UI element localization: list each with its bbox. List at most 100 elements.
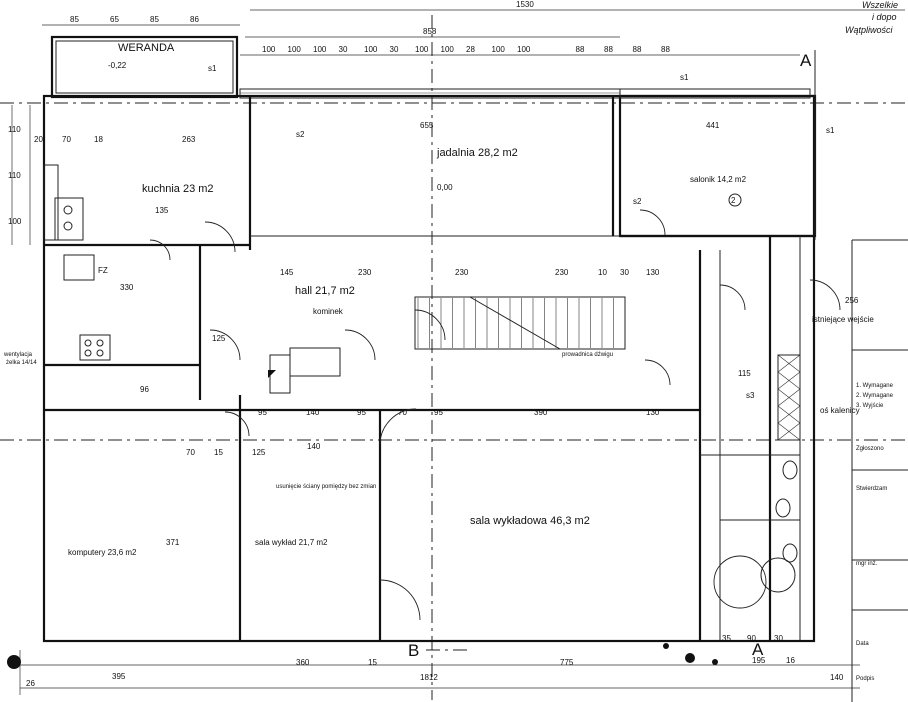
- dim-left-110a: 110: [8, 125, 21, 134]
- dim-low-95a: 95: [258, 408, 267, 417]
- dim-top-seg: 100: [415, 45, 429, 54]
- mark-2: 2: [731, 196, 736, 205]
- section-mark-b-bottom: B: [408, 641, 419, 660]
- dim-l2-70: 70: [186, 448, 195, 457]
- dim-low-70: 70: [398, 408, 407, 417]
- room-jadalnia: jadalnia 28,2 m2: [436, 147, 518, 159]
- section-mark-a-top: A: [800, 51, 812, 70]
- dim-top-seg: 100: [492, 45, 506, 54]
- room-komputery: komputery 23,6 m2: [68, 548, 137, 557]
- jadalnia-level: 0,00: [437, 183, 453, 192]
- dim-top-85b: 85: [150, 15, 159, 24]
- dim-left-110b: 110: [8, 171, 21, 180]
- dim-top-seg: 88: [633, 45, 642, 54]
- dim-hall-130: 130: [646, 268, 660, 277]
- side-note: Data: [856, 641, 869, 647]
- symbol-s1-b: s1: [680, 73, 689, 82]
- dim-hall-230b: 230: [455, 268, 469, 277]
- kominek-label: kominek: [313, 307, 344, 316]
- dim-441: 441: [706, 121, 720, 130]
- symbol-s1-c: s1: [826, 126, 835, 135]
- symbol-s2-a: s2: [296, 130, 305, 139]
- side-note: 1. Wymagane: [856, 383, 894, 389]
- dim-bottom-90: 90: [747, 634, 756, 643]
- room-weranda: WERANDA: [118, 42, 175, 54]
- dim-top-seg: 88: [576, 45, 585, 54]
- dim-l2-15: 15: [214, 448, 223, 457]
- dim-hall-230c: 230: [555, 268, 569, 277]
- dim-top-seg: 100: [313, 45, 327, 54]
- symbol-s1-a: s1: [208, 64, 217, 73]
- dim-top-seg: 100: [262, 45, 276, 54]
- dim-low-95c: 95: [434, 408, 443, 417]
- header-note-line-1: Wszelkie: [862, 0, 898, 10]
- shaft-hatch-line: [777, 371, 801, 390]
- dim-l2-96: 96: [140, 385, 149, 394]
- dim-top-seg: 100: [288, 45, 302, 54]
- dim-low-390: 390: [534, 408, 548, 417]
- shaft-hatch-line: [777, 388, 801, 407]
- dim-top-seg: 28: [466, 45, 475, 54]
- dim-hall-230a: 230: [358, 268, 372, 277]
- dim-top-86: 86: [190, 15, 199, 24]
- side-note: Stwierdzam: [856, 486, 887, 492]
- dim-l2-140: 140: [307, 442, 321, 451]
- dim-left-100: 100: [8, 217, 22, 226]
- dim-bottom-395: 395: [112, 672, 126, 681]
- symbol-s3: s3: [746, 391, 755, 400]
- room-sala-wykladowa: sala wykładowa 46,3 m2: [470, 515, 590, 527]
- dim-bottom-15: 15: [368, 658, 377, 667]
- dim-hall-10: 10: [598, 268, 607, 277]
- fz-label: FZ: [98, 266, 108, 275]
- dim-left-18: 18: [94, 135, 103, 144]
- shaft-hatch: [777, 354, 801, 441]
- side-note: mgr inż.: [856, 561, 878, 567]
- room-salonik: salonik 14,2 m2: [690, 175, 747, 184]
- dim-bottom-30: 30: [774, 634, 783, 643]
- staircase: [417, 298, 614, 348]
- room-kuchnia: kuchnia 23 m2: [142, 183, 214, 195]
- dim-bottom-35: 35: [722, 634, 731, 643]
- dim-hall-256: 256: [845, 296, 859, 305]
- shaft-hatch-line: [777, 354, 801, 373]
- stair-note: prowadnica dźwigu: [562, 352, 613, 358]
- symbol-s2-b: s2: [633, 197, 642, 206]
- side-note: Zgłoszono: [856, 446, 884, 452]
- section-mark-a-bottom: A: [752, 640, 764, 659]
- dim-left-70: 70: [62, 135, 71, 144]
- dim-top-seg: 88: [661, 45, 670, 54]
- dim-top-seg: 30: [339, 45, 348, 54]
- os-kalenicy-label: oś kalenicy: [820, 406, 860, 415]
- dim-low-95b: 95: [357, 408, 366, 417]
- dim-330: 330: [120, 283, 134, 292]
- istniejace-wejscie-label: istniejące wejście: [812, 315, 874, 324]
- shaft-hatch-line: [777, 422, 801, 441]
- dim-hall-145: 145: [280, 268, 294, 277]
- dim-top-seg: 30: [390, 45, 399, 54]
- dim-263: 263: [182, 135, 196, 144]
- dim-bottom-16: 16: [786, 656, 795, 665]
- dim-bottom-195: 195: [752, 656, 766, 665]
- dim-top-858: 858: [423, 27, 437, 36]
- dim-top-seg: 100: [364, 45, 378, 54]
- header-note-line-3: Wątpliwości: [845, 25, 894, 35]
- dim-top-1530: 1530: [516, 0, 534, 9]
- dim-bottom-775: 775: [560, 658, 574, 667]
- dim-bottom-26: 26: [26, 679, 35, 688]
- dim-top-seg: 100: [441, 45, 455, 54]
- room-sala-wyklad: sala wykład 21,7 m2: [255, 538, 328, 547]
- weranda-level: -0,22: [108, 61, 127, 70]
- dim-bottom-360: 360: [296, 658, 310, 667]
- dim-low-115: 115: [738, 369, 751, 378]
- side-note: Podpis: [856, 676, 874, 682]
- side-note: 2. Wymagane: [856, 393, 894, 399]
- shaft-hatch-line: [777, 405, 801, 424]
- dim-low-140: 140: [306, 408, 320, 417]
- dim-top-85a: 85: [70, 15, 79, 24]
- dim-top-seg: 100: [517, 45, 531, 54]
- dim-bottom-1812: 1812: [420, 673, 438, 682]
- dim-low-130: 130: [646, 408, 660, 417]
- wentylacja-label: wentylacja: [3, 352, 33, 358]
